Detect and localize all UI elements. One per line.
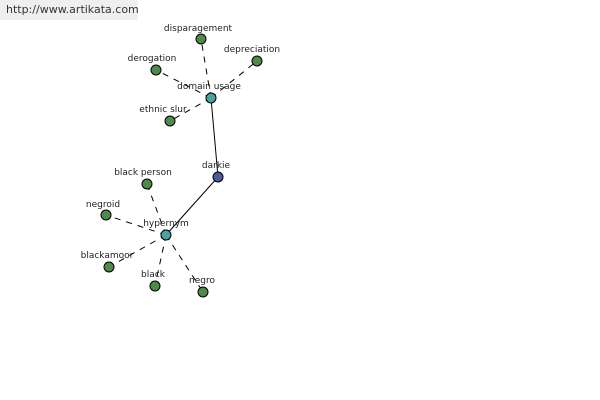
node-label-domain-usage: domain usage bbox=[177, 82, 241, 92]
node-black[interactable]: black bbox=[141, 270, 166, 292]
node-label-blackamoor: blackamoor bbox=[81, 251, 134, 261]
node-label-ethnic-slur: ethnic slur bbox=[139, 105, 187, 115]
node-circle-blackamoor[interactable] bbox=[103, 261, 115, 273]
edge-hypernym-negroid bbox=[105, 214, 167, 236]
site-url[interactable]: http://www.artikata.com bbox=[6, 3, 139, 16]
node-derogation[interactable]: derogation bbox=[128, 54, 177, 76]
edge-domain-usage-derogation bbox=[155, 69, 212, 99]
node-circle-hypernym[interactable] bbox=[160, 229, 172, 241]
node-circle-negroid[interactable] bbox=[100, 209, 112, 221]
graph-edges bbox=[105, 38, 258, 293]
node-label-darkie: darkie bbox=[202, 161, 231, 171]
node-label-hypernym: hypernym bbox=[143, 219, 189, 229]
node-label-black: black bbox=[141, 270, 166, 280]
node-circle-domain-usage[interactable] bbox=[205, 92, 217, 104]
node-label-black-person: black person bbox=[114, 168, 172, 178]
node-circle-black-person[interactable] bbox=[141, 178, 153, 190]
node-negro[interactable]: negro bbox=[189, 276, 215, 298]
edge-domain-usage-depreciation bbox=[210, 60, 258, 99]
node-blackamoor[interactable]: blackamoor bbox=[81, 251, 134, 273]
edge-hypernym-black-person bbox=[146, 183, 167, 236]
graph-nodes: darkie domain usage hypernym disparagement d… bbox=[81, 24, 280, 298]
node-black-person[interactable]: black person bbox=[114, 168, 172, 190]
node-circle-negro[interactable] bbox=[197, 286, 209, 298]
edge-darkie-domain-usage bbox=[210, 97, 219, 178]
node-negroid[interactable]: negroid bbox=[86, 200, 120, 221]
node-circle-derogation[interactable] bbox=[150, 64, 162, 76]
node-circle-depreciation[interactable] bbox=[251, 55, 263, 67]
node-label-disparagement: disparagement bbox=[164, 24, 233, 34]
node-label-depreciation: depreciation bbox=[224, 45, 280, 55]
node-disparagement[interactable]: disparagement bbox=[164, 24, 233, 45]
node-darkie[interactable]: darkie bbox=[202, 161, 231, 183]
node-circle-ethnic-slur[interactable] bbox=[164, 115, 176, 127]
url-banner: http://www.artikata.com bbox=[0, 0, 139, 20]
edge-domain-usage-disparagement bbox=[200, 38, 212, 99]
node-label-negro: negro bbox=[189, 276, 215, 286]
edge-hypernym-black bbox=[154, 234, 167, 287]
edge-domain-usage-ethnic-slur bbox=[169, 97, 212, 122]
node-label-derogation: derogation bbox=[128, 54, 177, 64]
node-circle-black[interactable] bbox=[149, 280, 161, 292]
edge-darkie-hypernym bbox=[165, 176, 219, 236]
node-label-negroid: negroid bbox=[86, 200, 120, 210]
node-circle-disparagement[interactable] bbox=[195, 33, 207, 45]
node-hypernym[interactable]: hypernym bbox=[143, 219, 189, 241]
node-circle-darkie[interactable] bbox=[212, 171, 224, 183]
node-depreciation[interactable]: depreciation bbox=[224, 45, 280, 67]
node-ethnic-slur[interactable]: ethnic slur bbox=[139, 105, 187, 127]
node-domain-usage[interactable]: domain usage bbox=[177, 82, 241, 104]
